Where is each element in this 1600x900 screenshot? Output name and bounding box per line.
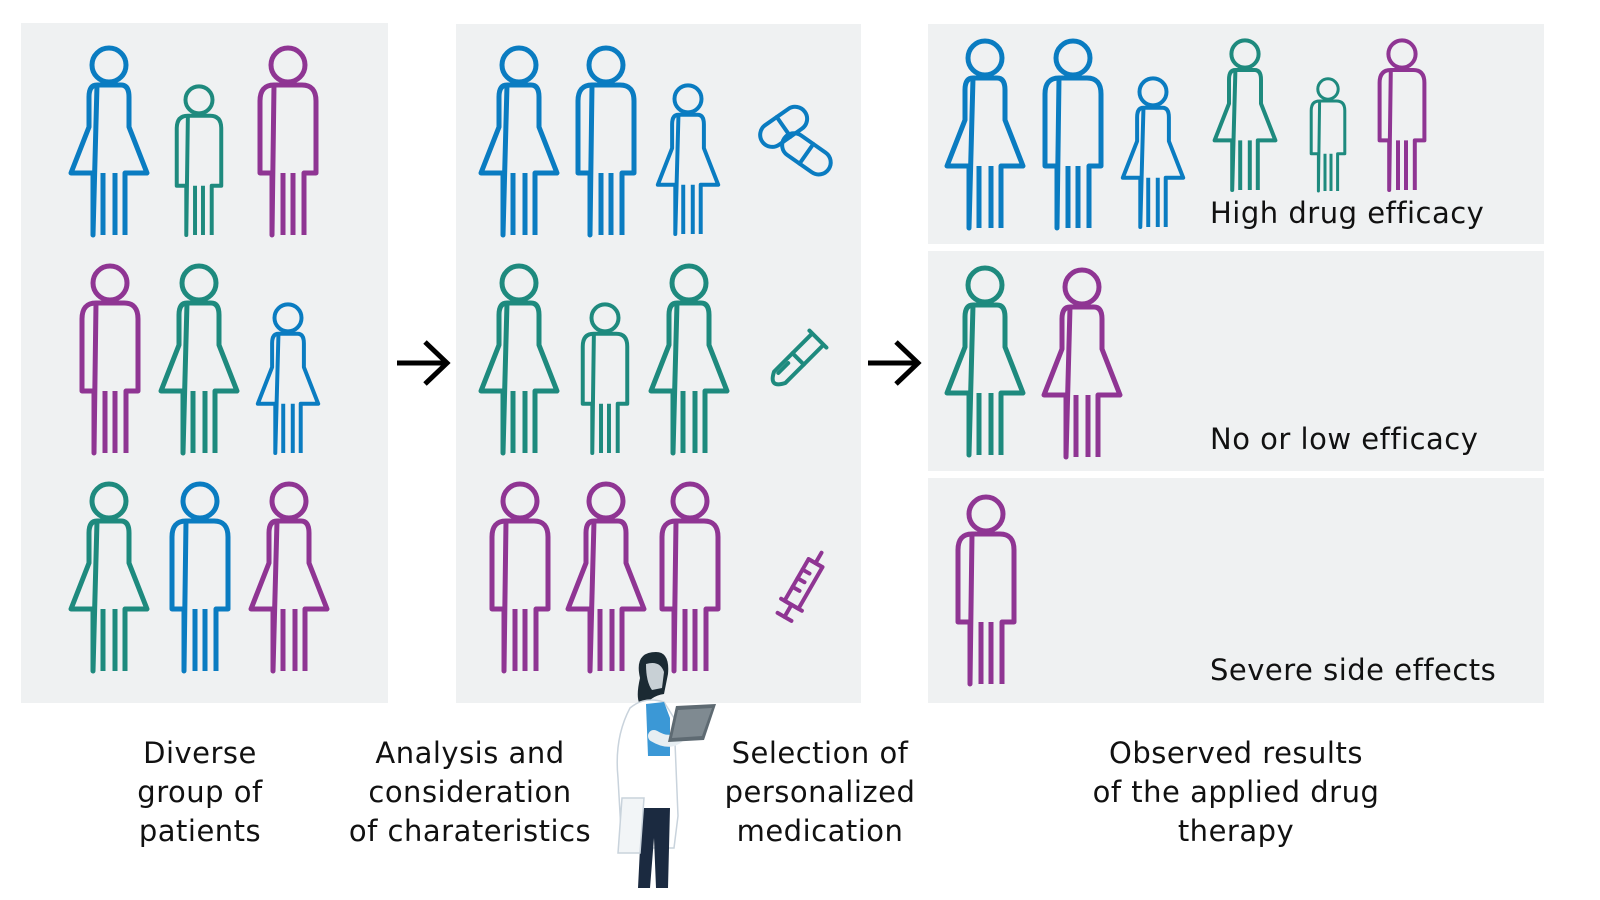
patient-woman-purple: [1042, 267, 1122, 457]
patient-man-purple: [490, 481, 550, 671]
caption-line: therapy: [1177, 814, 1295, 848]
patient-man-blue: [170, 481, 230, 671]
caption-diverse-group: Diverse group of patients: [105, 734, 295, 851]
patient-man-blue: [1043, 38, 1103, 228]
caption-line: of the applied drug: [1092, 775, 1380, 809]
patient-man-purple: [956, 494, 1016, 684]
panel-result-low: [928, 251, 1544, 471]
arrow-right-icon: [395, 338, 453, 392]
panel-result-high: [928, 24, 1544, 244]
caption-line: Diverse: [143, 736, 257, 770]
patient-girl-blue: [255, 302, 321, 455]
caption-line: Analysis and: [375, 736, 565, 770]
caption-line: consideration: [368, 775, 572, 809]
patient-woman-purple: [249, 481, 329, 671]
patient-girl-blue: [655, 83, 721, 236]
caption-line: group of: [137, 775, 263, 809]
arrow-right-icon: [866, 338, 924, 392]
patient-woman-green: [69, 481, 149, 671]
patient-woman-purple: [566, 481, 646, 671]
syringe-icon: [768, 545, 832, 639]
caption-line: Observed results: [1109, 736, 1363, 770]
result-side-effects-label: Severe side effects: [1210, 653, 1497, 687]
patient-man-blue: [576, 45, 636, 235]
patient-woman-green: [1205, 38, 1285, 193]
patient-man-purple: [1372, 38, 1432, 193]
patient-man-purple: [258, 45, 318, 235]
patient-woman-green: [159, 263, 239, 453]
result-high-efficacy-label: High drug efficacy: [1210, 196, 1485, 230]
caption-line: patients: [138, 814, 262, 848]
pills-icon: [752, 98, 842, 186]
caption-observed-results: Observed results of the applied drug the…: [1066, 734, 1406, 851]
caption-analysis: Analysis and consideration of charateris…: [330, 734, 610, 851]
patient-woman-green: [649, 263, 729, 453]
patient-woman-blue: [479, 45, 559, 235]
doctor-with-tablet-illustration: [604, 648, 728, 892]
caption-line: medication: [736, 814, 904, 848]
patient-man-purple: [660, 481, 720, 671]
patient-child-green: [1304, 77, 1352, 193]
patient-woman-green: [479, 263, 559, 453]
patient-child-green: [580, 302, 630, 455]
test-tube-icon: [760, 328, 832, 398]
patient-woman-blue: [945, 38, 1025, 228]
patient-woman-green: [945, 265, 1025, 455]
caption-line: of charateristics: [348, 814, 592, 848]
patient-child-green: [174, 84, 224, 237]
panel-result-severe: [928, 478, 1544, 703]
patient-woman-blue: [69, 45, 149, 235]
caption-selection: Selection of personalized medication: [700, 734, 940, 851]
patient-girl-blue: [1120, 76, 1186, 229]
patient-man-purple: [80, 263, 140, 453]
panel-analysis: [456, 24, 861, 703]
caption-line: personalized: [724, 775, 916, 809]
caption-line: Selection of: [731, 736, 909, 770]
result-low-efficacy-label: No or low efficacy: [1210, 422, 1479, 456]
